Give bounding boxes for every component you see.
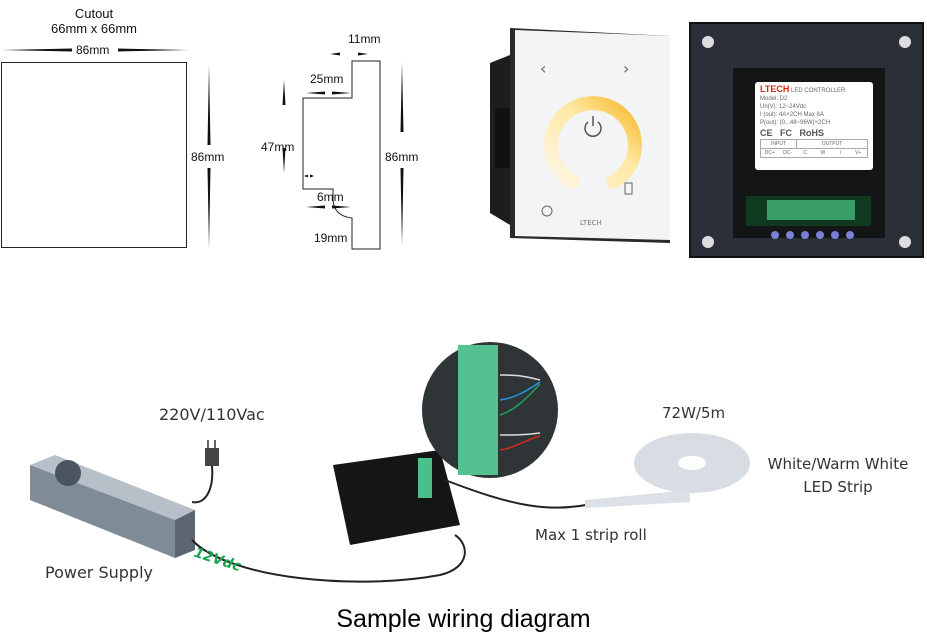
wiring-diagram (30, 342, 750, 583)
power-supply-unit (30, 455, 195, 558)
label-brand: LTECH (760, 84, 790, 94)
strip-name-line2: LED Strip (803, 478, 873, 496)
max-strip-label: Max 1 strip roll (535, 526, 647, 544)
input-group: INPUT (761, 140, 797, 148)
cert-ce: CE (760, 128, 773, 138)
strip-name-line1: White/Warm White (767, 455, 909, 473)
front-height-label: 86mm (191, 150, 225, 164)
terminal-label: DC+ (764, 150, 775, 156)
spec-line: I (out): 4A×2CH Max 8A (760, 112, 824, 118)
strip-power-label: 72W/5m (662, 404, 726, 422)
controller-back (333, 450, 460, 545)
panel-brand: LTECH (580, 219, 602, 227)
side-body-height: 47mm (261, 140, 295, 154)
cert-rohs: RoHS (799, 128, 825, 138)
terminal-block (767, 200, 855, 220)
side-bottom-depth: 19mm (314, 231, 348, 245)
cutout-title: Cutout (74, 6, 114, 21)
mode-icon (624, 182, 633, 195)
terminal-label: W (820, 150, 826, 156)
side-top-depth: 11mm (348, 32, 381, 46)
mains-plug (191, 440, 219, 504)
back-panel-photo: LTECH LED CONTROLLER Model: D2 Un(V): 12… (689, 22, 924, 258)
terminal-label: / (839, 150, 842, 156)
dc-cable (191, 534, 466, 583)
spec-line: Un(V): 12~24Vdc (760, 104, 807, 110)
mains-label: 220V/110Vac (159, 405, 265, 424)
power-icon (584, 116, 602, 137)
front-width-label: 86mm (76, 43, 110, 57)
cutout-size: 66mm x 66mm (51, 21, 137, 36)
fan-icon (541, 205, 553, 217)
strip-name-label: White/Warm White LED Strip (762, 453, 914, 499)
label-brand-sub: LED CONTROLLER (791, 88, 846, 94)
output-cable (444, 479, 601, 509)
terminal-label: DC- (783, 150, 792, 156)
next-icon: › (623, 59, 629, 78)
terminal-zoom-inset (422, 342, 558, 478)
terminal-label: C (803, 150, 807, 156)
side-profile (282, 52, 404, 250)
spec-label: LTECH LED CONTROLLER Model: D2 Un(V): 12… (755, 82, 873, 170)
terminal-label: V+ (855, 150, 862, 156)
side-total-height: 86mm (385, 150, 419, 164)
side-step-depth: 25mm (310, 72, 344, 86)
spec-line: Model: D2 (760, 96, 788, 102)
power-supply-label: Power Supply (45, 563, 153, 582)
side-recess: 6mm (317, 190, 344, 204)
spec-line: P(out): (0...48~96W)×2CH (760, 120, 831, 126)
cert-fc: FC (780, 128, 793, 138)
prev-icon: ‹ (540, 59, 546, 78)
front-panel-photo: ‹ › LTECH (490, 28, 670, 243)
output-group: OUTPUT (821, 141, 843, 147)
back-panel-details (702, 36, 911, 248)
front-dimension-lines (1, 48, 211, 248)
led-strip-roll (585, 433, 750, 508)
diagram-caption: Sample wiring diagram (336, 605, 591, 633)
